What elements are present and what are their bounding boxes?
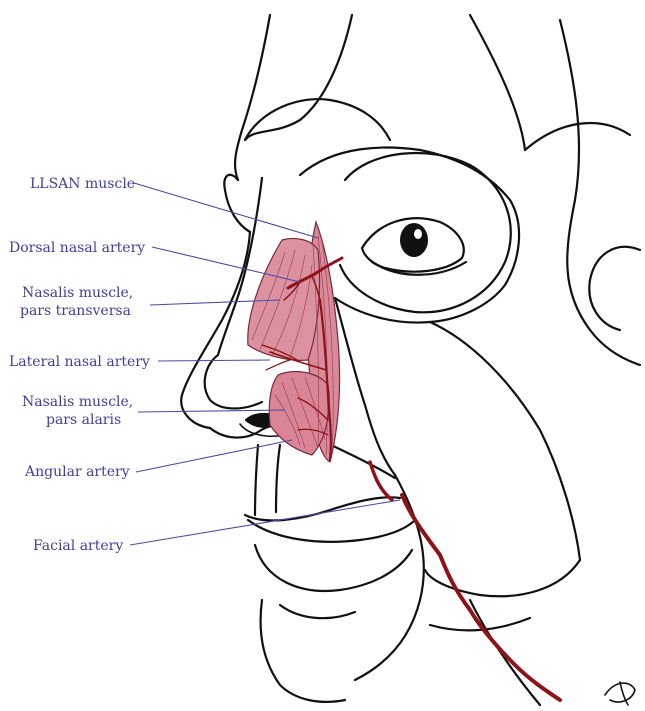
eye-iris [400,223,428,257]
mouth-line [248,520,415,542]
nose-ala [205,355,262,409]
label-nasalis-transversa-1: Nasalis muscle, [22,285,133,301]
side-head-contour [560,20,640,365]
leader-nasalis-alaris [138,410,285,412]
chin-inner [280,605,355,618]
label-nasalis-alaris-1: Nasalis muscle, [22,394,133,410]
leader-facial-artery [130,500,400,545]
brow-inner [224,175,250,232]
label-dorsal-nasal-artery: Dorsal nasal artery [9,240,145,256]
lateral-nasal-branch [266,360,290,370]
upper-lip [245,497,400,520]
label-nasalis-transversa-2: pars transversa [20,303,131,319]
nose-dorsum [181,232,250,428]
artist-signature [605,682,635,705]
label-nasalis-alaris-2: pars alaris [46,412,121,428]
philtrum-2 [276,445,280,512]
label-angular-artery: Angular artery [24,464,130,480]
temple-contour [470,15,525,150]
brow-ridge [245,99,390,140]
leader-lateral-nasal-artery [158,360,270,361]
label-facial-artery: Facial artery [33,538,123,554]
forehead-contour-inner [245,15,352,140]
nasolabial-fold [335,298,395,475]
label-llsan-muscle: LLSAN muscle [30,176,135,192]
lower-lip [255,545,412,591]
label-lateral-nasal-artery: Lateral nasal artery [9,354,150,370]
forehead-contour [235,15,270,180]
ear-contour [589,247,640,330]
facial-artery-vessel [402,495,560,700]
leader-angular-artery [136,440,292,472]
labels: LLSAN muscle Dorsal nasal artery Nasalis… [9,176,400,554]
philtrum [255,445,258,515]
eye-highlight [414,229,422,239]
cheek-lower [430,322,580,560]
